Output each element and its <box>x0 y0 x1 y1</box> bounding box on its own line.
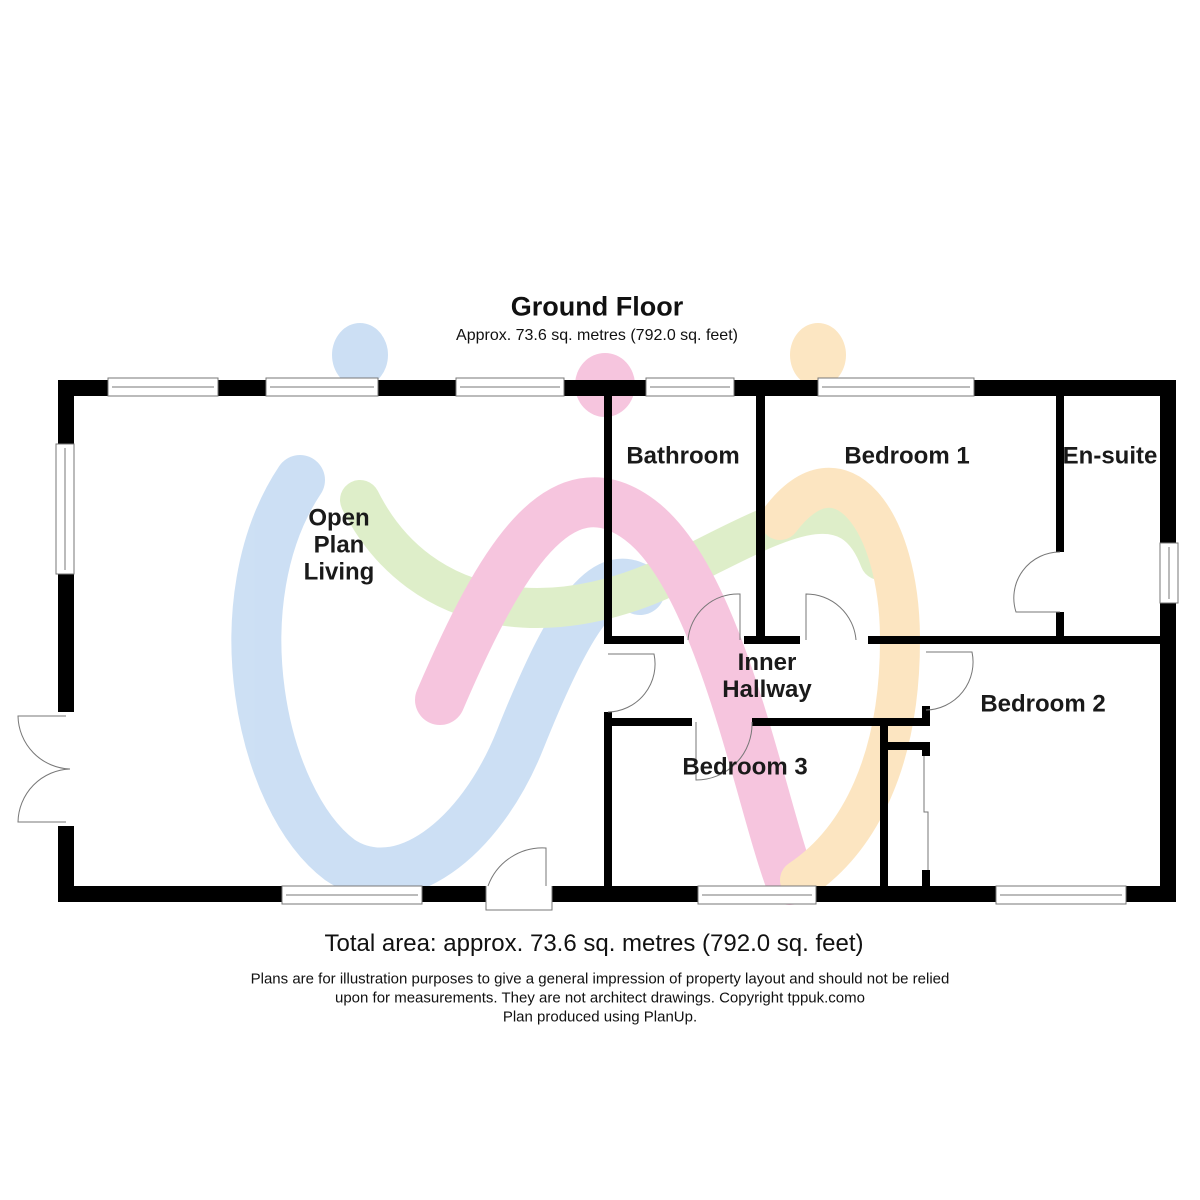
total-area: Total area: approx. 73.6 sq. metres (792… <box>324 930 864 957</box>
room-label-line: Inner <box>737 649 797 676</box>
room-label-inner-hallway: Inner Hallway <box>722 649 811 703</box>
floor-title: Ground Floor <box>510 291 684 322</box>
room-label-bedroom-1: Bedroom 1 <box>844 442 970 470</box>
room-label-ensuite: En-suite <box>1062 442 1158 470</box>
floor-area: Approx. 73.6 sq. metres (792.0 sq. feet) <box>456 327 738 344</box>
room-label-bathroom: Bathroom <box>626 442 740 470</box>
windows <box>55 377 1179 905</box>
disclaimer-line: Plan produced using PlanUp. <box>502 1008 698 1026</box>
disclaimer-line: Plans are for illustration purposes to g… <box>250 970 950 988</box>
room-label-bedroom-2: Bedroom 2 <box>980 690 1106 718</box>
room-label-open-plan-living: Open Plan Living <box>304 505 375 586</box>
room-label-line: Hallway <box>722 676 812 703</box>
room-label-line: Living <box>303 558 375 586</box>
watermark-logo <box>231 323 921 905</box>
disclaimer: Plans are for illustration purposes to g… <box>251 970 950 1027</box>
doors <box>17 551 1061 911</box>
room-label-bedroom-3: Bedroom 3 <box>682 753 808 781</box>
room-label-line: Plan <box>313 531 365 559</box>
walls <box>58 380 1176 902</box>
room-label-line: Open <box>308 504 370 532</box>
disclaimer-line: upon for measurements. They are not arch… <box>335 989 865 1007</box>
